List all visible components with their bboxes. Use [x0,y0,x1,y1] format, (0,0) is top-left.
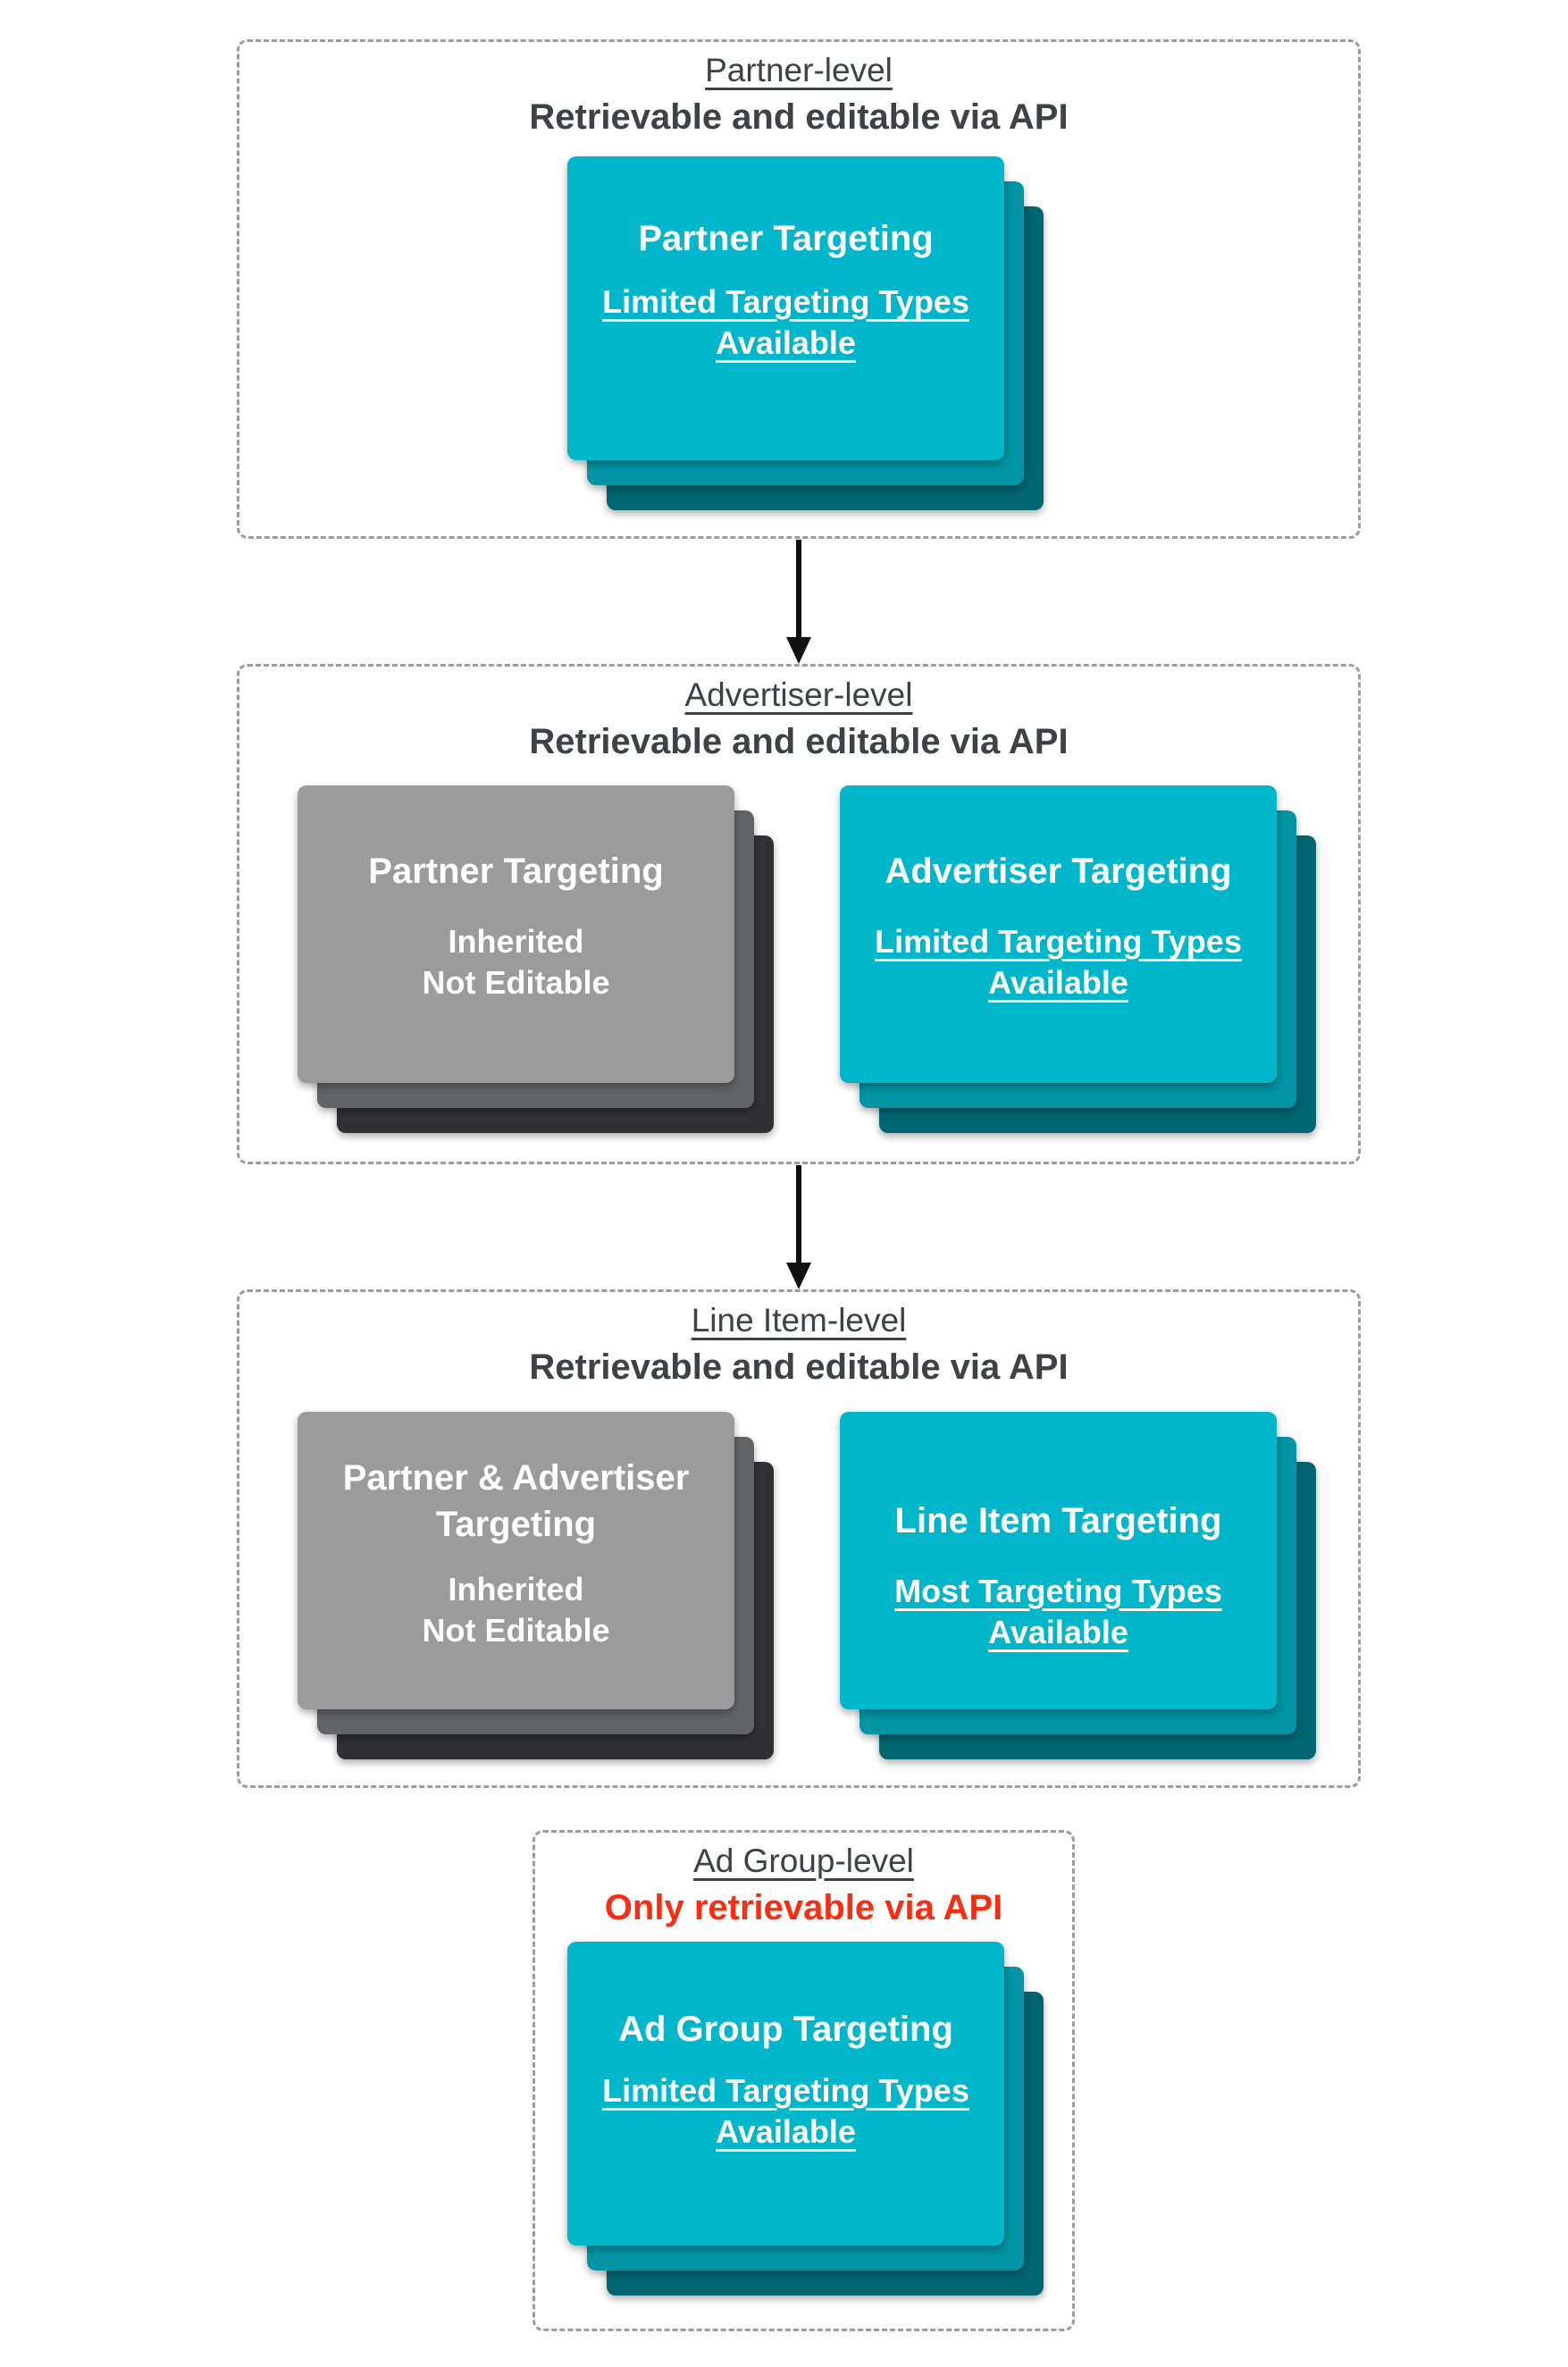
section-ad-group-level: Ad Group-level Only retrievable via API [532,1830,1075,2331]
section-title: Line Item-level [691,1302,907,1339]
section-header: Line Item-level Retrievable and editable… [239,1297,1358,1390]
arrow-head-icon [786,637,811,664]
card-body: Inherited Not Editable [298,921,734,1003]
card-subtitle-line: Available [716,324,856,361]
card-subtitle-line: Limited Targeting Types [602,2072,969,2109]
section-title: Partner-level [705,52,893,88]
section-header: Ad Group-level Only retrievable via API [535,1838,1072,1931]
card-subtitle-line: Most Targeting Types [894,1573,1222,1609]
card-body-line: Inherited [448,1571,584,1607]
card-subtitle: Limited Targeting Types Available [567,281,1004,364]
line-item-targeting-card: Line Item Targeting Most Targeting Types… [840,1412,1277,1709]
partner-targeting-card: Partner Targeting Limited Targeting Type… [567,156,1004,460]
card-body-line: Inherited [448,923,584,960]
section-subtitle: Retrievable and editable via API [529,722,1069,761]
card-title: Advertiser Targeting [885,852,1232,891]
section-subtitle: Retrievable and editable via API [529,97,1069,137]
card-subtitle-line: Limited Targeting Types [602,283,969,320]
advertiser-targeting-card: Advertiser Targeting Limited Targeting T… [840,785,1277,1083]
ad-group-targeting-card: Ad Group Targeting Limited Targeting Typ… [567,1942,1004,2245]
arrow-shaft [796,540,801,640]
card-subtitle-line: Available [988,1614,1128,1650]
arrow-head-icon [786,1263,811,1289]
partner-advertiser-targeting-inherited-card: Partner & Advertiser Targeting Inherited… [298,1412,734,1709]
card-subtitle: Most Targeting Types Available [840,1571,1277,1653]
section-header: Advertiser-level Retrievable and editabl… [239,672,1358,765]
card-title: Line Item Targeting [894,1501,1222,1540]
section-partner-level: Partner-level Retrievable and editable v… [237,39,1361,539]
card-subtitle-line: Limited Targeting Types [875,923,1242,960]
card-title: Partner Targeting [368,852,664,891]
section-title: Ad Group-level [693,1842,914,1879]
arrow-shaft [796,1165,801,1265]
card-title: Ad Group Targeting [618,2010,953,2049]
card-subtitle: Limited Targeting Types Available [567,2070,1004,2153]
section-subtitle: Retrievable and editable via API [529,1347,1069,1387]
card-body: Inherited Not Editable [298,1569,734,1651]
section-subtitle: Only retrievable via API [604,1888,1003,1927]
card-title: Partner Targeting [638,219,934,258]
section-header: Partner-level Retrievable and editable v… [239,47,1358,140]
card-subtitle: Limited Targeting Types Available [840,921,1277,1003]
card-body-line: Not Editable [422,1612,610,1649]
section-line-item-level: Line Item-level Retrievable and editable… [237,1289,1361,1788]
card-body-line: Not Editable [422,964,610,1001]
section-advertiser-level: Advertiser-level Retrievable and editabl… [237,664,1361,1164]
card-subtitle-line: Available [716,2113,856,2150]
section-title: Advertiser-level [684,676,913,713]
card-title: Partner & Advertiser Targeting [342,1458,690,1544]
card-subtitle-line: Available [988,964,1128,1001]
partner-targeting-inherited-card: Partner Targeting Inherited Not Editable [298,785,734,1083]
